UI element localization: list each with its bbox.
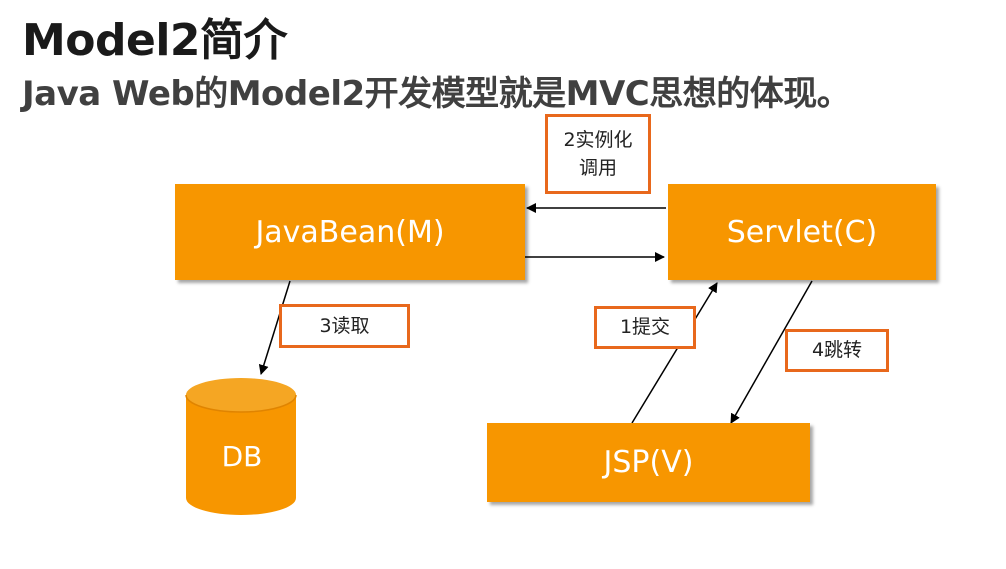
javabean-label: JavaBean(M) [255, 214, 445, 250]
jsp-label: JSP(V) [603, 445, 694, 480]
forward-label: 4跳转 [785, 329, 889, 372]
instantiate-line2: 调用 [578, 157, 617, 179]
read-label: 3读取 [279, 304, 410, 348]
servlet-node: Servlet(C) [668, 184, 936, 280]
instantiate-call-label: 2实例化 调用 [545, 114, 651, 194]
javabean-node: JavaBean(M) [175, 184, 525, 280]
jsp-node: JSP(V) [487, 423, 810, 502]
slide-subtitle: Java Web的Model2开发模型就是MVC思想的体现。 [22, 74, 851, 114]
submit-label: 1提交 [594, 306, 696, 349]
arrow-jsp-to-servlet [631, 282, 718, 424]
arrow-servlet-to-jsp [730, 280, 813, 424]
db-cylinder [185, 378, 297, 515]
slide-title: Model2简介 [22, 15, 288, 66]
instantiate-line1: 2实例化 [563, 128, 633, 151]
db-label: DB [221, 440, 263, 473]
arrow-javabean-to-db [258, 280, 291, 375]
servlet-label: Servlet(C) [726, 214, 878, 250]
